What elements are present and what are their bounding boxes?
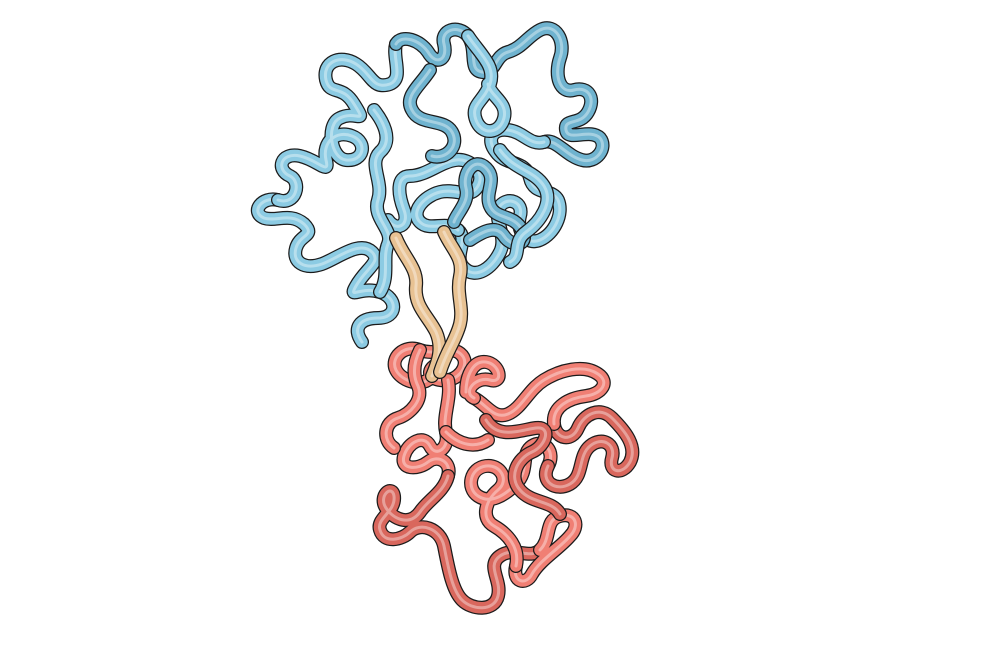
domain-lower-strand-segment	[480, 414, 566, 520]
domain-upper-strand-segment	[494, 144, 554, 268]
domain-upper-strand-segment	[272, 38, 403, 207]
domain-lower-strand-segment	[468, 363, 610, 430]
domain-lower-strand-segment	[373, 470, 546, 614]
domain-lower-strand-segment	[509, 509, 582, 587]
domain-upper-strand-segment	[456, 128, 562, 275]
domain-upper-strand-segment	[466, 34, 507, 133]
domain-upper-strand-segment	[452, 162, 526, 246]
domain-upper-strand-segment	[452, 124, 566, 279]
domain-lower-strand-segment	[513, 513, 577, 583]
domain-upper-strand-segment	[368, 104, 395, 298]
linker-strand-segment	[438, 230, 463, 374]
domain-upper-strand-segment	[394, 26, 605, 163]
domain-lower-strand-segment	[384, 348, 422, 450]
domain-upper-strand-segment	[390, 22, 609, 167]
domain-lower-strand-segment	[472, 367, 606, 426]
domain-upper-strand-segment	[498, 148, 549, 264]
domain-lower-strand-segment	[544, 410, 634, 489]
domain-upper-strand-segment	[408, 68, 456, 159]
domain-lower-chain	[372, 341, 640, 615]
domain-upper-strand-segment	[372, 108, 391, 294]
domain-upper-strand-segment	[462, 30, 511, 137]
linker-strand-segment	[434, 226, 467, 378]
domain-upper-strand-segment	[256, 197, 395, 344]
domain-lower-strand-segment	[380, 344, 426, 454]
domain-upper-strand-segment	[252, 193, 399, 348]
domain-lower-strand-segment	[484, 418, 562, 516]
domain-lower-strand-segment	[460, 356, 505, 404]
domain-upper-strand-segment	[276, 42, 399, 203]
domain-upper-strand-segment	[448, 158, 530, 250]
domain-lower-strand-segment	[464, 360, 501, 400]
domain-upper-chain	[251, 21, 610, 349]
domain-lower-strand-segment	[540, 406, 638, 493]
domain-lower-strand-segment	[440, 426, 494, 451]
linker-chain	[389, 225, 469, 383]
domain-lower-strand-segment	[378, 474, 542, 610]
domain-upper-strand-segment	[404, 64, 460, 163]
domain-lower-strand-segment	[444, 430, 490, 447]
